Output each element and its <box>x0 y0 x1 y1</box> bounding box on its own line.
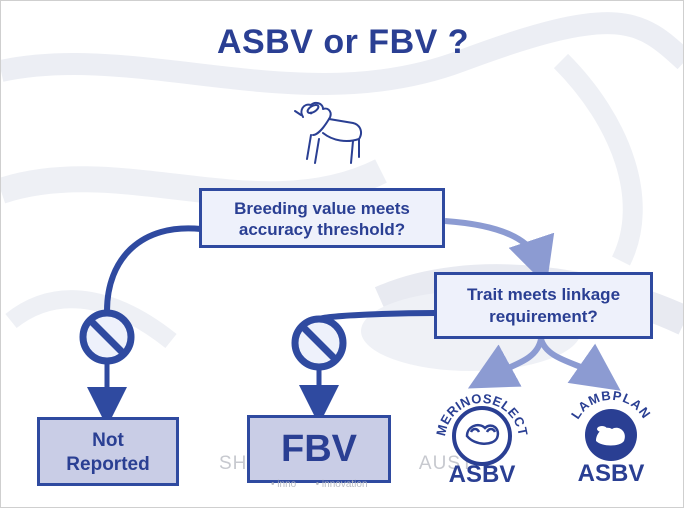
no-sign-icon <box>79 309 135 365</box>
footer-tagline-1: • inno <box>271 479 297 490</box>
footer-tagline: • inno • innovation <box>271 479 368 490</box>
not-reported-line2: Reported <box>66 454 150 475</box>
linkage-question-line2: requirement? <box>489 307 598 326</box>
page-title: ASBV or FBV ? <box>216 23 470 61</box>
footer-watermark: SH AUST <box>219 453 474 475</box>
connector-accuracy-yes <box>444 218 555 286</box>
lambplan-lamb-icon <box>596 426 625 446</box>
accuracy-question-line1: Breeding value meets <box>234 199 410 218</box>
accuracy-question-box: Breeding value meets accuracy threshold? <box>199 188 445 248</box>
arrow-to-merinoselect <box>467 338 544 389</box>
footer-tagline-2: • innovation <box>315 479 368 490</box>
accuracy-question-line2: accuracy threshold? <box>238 220 406 239</box>
no-sign-icon <box>291 315 347 371</box>
linkage-question-line1: Trait meets linkage <box>466 285 621 304</box>
merinoselect-asbv-label: ASBV <box>449 461 516 488</box>
fbv-label: FBV <box>281 428 357 470</box>
footer-watermark-right: AUST <box>418 453 474 474</box>
not-reported-box: Not Reported <box>37 417 179 486</box>
fbv-box: FBV <box>247 415 391 483</box>
lamb-icon <box>294 101 362 164</box>
merino-sheep-icon <box>465 424 500 445</box>
connector-accuracy-no <box>104 225 202 312</box>
lambplan-asbv-label: ASBV <box>578 460 645 487</box>
lambplan-badge: LAMBPLAN ASBV <box>568 388 653 487</box>
arrow-to-lambplan <box>538 337 621 391</box>
linkage-question-box: Trait meets linkage requirement? <box>434 272 653 339</box>
connector-linkage-no <box>318 310 436 322</box>
footer-watermark-left: SH <box>219 453 248 474</box>
not-reported-line1: Not <box>92 430 124 451</box>
merinoselect-badge: MERINOSELECT ASBV <box>433 391 530 488</box>
